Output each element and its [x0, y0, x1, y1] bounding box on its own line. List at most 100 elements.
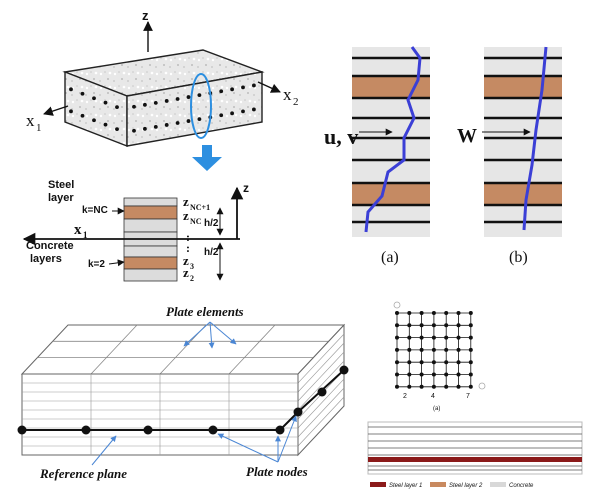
mesh-caption: (a) — [433, 406, 440, 412]
rebar-dot — [143, 126, 147, 131]
node-grid-dot — [407, 311, 412, 315]
concrete-label-line2: layers — [30, 253, 62, 265]
dots-1: : — [186, 230, 190, 244]
node-grid-dot — [444, 323, 449, 328]
label-reference-plane: Reference plane — [39, 466, 127, 481]
node-grid-dot — [456, 335, 461, 340]
plate-node — [293, 407, 303, 417]
node-grid-dot — [431, 323, 436, 328]
plate-node — [208, 425, 218, 435]
rebar-dot — [115, 105, 119, 110]
node-grid-dot — [456, 323, 461, 328]
rebar-dot — [175, 97, 180, 101]
tick-label-2: 2 — [403, 393, 407, 400]
node-grid-dot — [456, 384, 461, 389]
rebar-dot — [252, 107, 256, 112]
rebar-dot — [80, 91, 85, 96]
label-plate-nodes: Plate nodes — [246, 464, 308, 479]
node-grid-dot — [407, 347, 412, 352]
rebar-dot — [186, 119, 191, 123]
node-grid-dot — [468, 311, 473, 315]
plate-side-line — [297, 342, 345, 393]
rebar-dot — [115, 127, 119, 132]
plate-side-line — [297, 396, 345, 447]
concrete-label-line1: Concrete — [26, 240, 74, 252]
plate-side-line — [297, 387, 345, 438]
axis-marker-top — [393, 301, 401, 309]
plate-node — [339, 365, 349, 375]
k-nc-label: k=NC — [82, 205, 108, 216]
node-grid-dot — [407, 335, 412, 340]
legend: Steel layer 1 Steel layer 2 Concrete — [370, 482, 534, 489]
curve-w — [522, 46, 548, 231]
rebar-dot — [69, 87, 73, 92]
block-axes: z x 1 x 2 — [26, 8, 299, 134]
node-grid-dot — [456, 372, 461, 377]
curve-uv — [364, 46, 422, 233]
legend-swatch-steel-1 — [370, 482, 386, 487]
node-grid-dot — [444, 372, 449, 377]
node-grid-dot — [407, 360, 412, 365]
legend-label-steel-2: Steel layer 2 — [449, 483, 483, 489]
plate-side-line — [297, 351, 345, 402]
steel-label-line1: Steel — [48, 179, 74, 191]
x2-axis-arrow — [257, 81, 281, 93]
rebar-dot — [92, 96, 96, 101]
plate-node — [81, 425, 91, 435]
layer-strip-b — [484, 47, 562, 237]
cross-section: Steel layer Concrete layers k=NC k=2 x 1… — [22, 179, 249, 283]
z-nc-subscript: NC — [190, 217, 202, 226]
displacement-panel-b: W (b) — [457, 46, 562, 266]
axis-x2-subscript: 2 — [293, 96, 299, 108]
node-grid-dot — [444, 311, 449, 315]
legend-swatch-concrete — [490, 482, 506, 487]
legend-label-concrete: Concrete — [509, 483, 534, 489]
legend-swatch-steel-2 — [430, 482, 446, 487]
rebar-dot — [252, 83, 256, 88]
rebar-dot — [241, 85, 245, 90]
rebar-dot — [153, 124, 158, 129]
axis-x1-subscript: 1 — [36, 122, 42, 134]
rebar-dot — [241, 109, 245, 114]
node-grid-dot — [407, 384, 412, 389]
rebar-dot — [175, 121, 180, 125]
node-grid-dot — [419, 347, 424, 352]
rebar-dot — [197, 117, 202, 122]
section-layer — [123, 256, 178, 270]
node-grid-dot — [395, 347, 399, 352]
section-x1-label: x — [74, 222, 82, 238]
node-grid-dot — [444, 360, 449, 365]
node-grid-dot — [468, 323, 473, 328]
node-grid-dot — [456, 311, 461, 315]
node-grid-dot — [456, 347, 461, 352]
legend-label-steel-1: Steel layer 1 — [389, 483, 422, 489]
z-nc1-subscript: NC+1 — [190, 203, 210, 212]
plate-front-lines — [22, 374, 298, 455]
rebar-dot — [186, 95, 191, 99]
rebar-dot — [230, 111, 235, 116]
steel-layer-band — [484, 183, 562, 205]
steel-layer-band — [352, 183, 430, 205]
node-grid-dot — [407, 372, 412, 377]
node-grid-dot — [419, 323, 424, 328]
node-grid-dot — [444, 335, 449, 340]
leader-nodes-3 — [277, 415, 297, 463]
leader-elements-1 — [183, 321, 211, 347]
rebar-dot — [92, 118, 96, 123]
rebar-dot — [132, 104, 136, 109]
plate-node — [317, 387, 327, 397]
k-2-pointer — [108, 259, 125, 267]
z2-label: z — [183, 265, 189, 280]
dots-2: : — [186, 241, 190, 255]
node-grid-dot — [419, 360, 424, 365]
k-2-label: k=2 — [88, 259, 105, 270]
caption-b: (b) — [509, 249, 528, 266]
section-cut-ellipse — [190, 73, 212, 139]
axis-z-label: z — [142, 8, 149, 23]
node-grid: 2 4 7 (a) — [393, 301, 486, 412]
block-front-face — [126, 71, 263, 147]
rebar-dot — [80, 113, 85, 118]
axis-x1-label: x — [26, 111, 35, 130]
rebar-dot — [197, 93, 202, 98]
node-grid-dot — [431, 384, 436, 389]
